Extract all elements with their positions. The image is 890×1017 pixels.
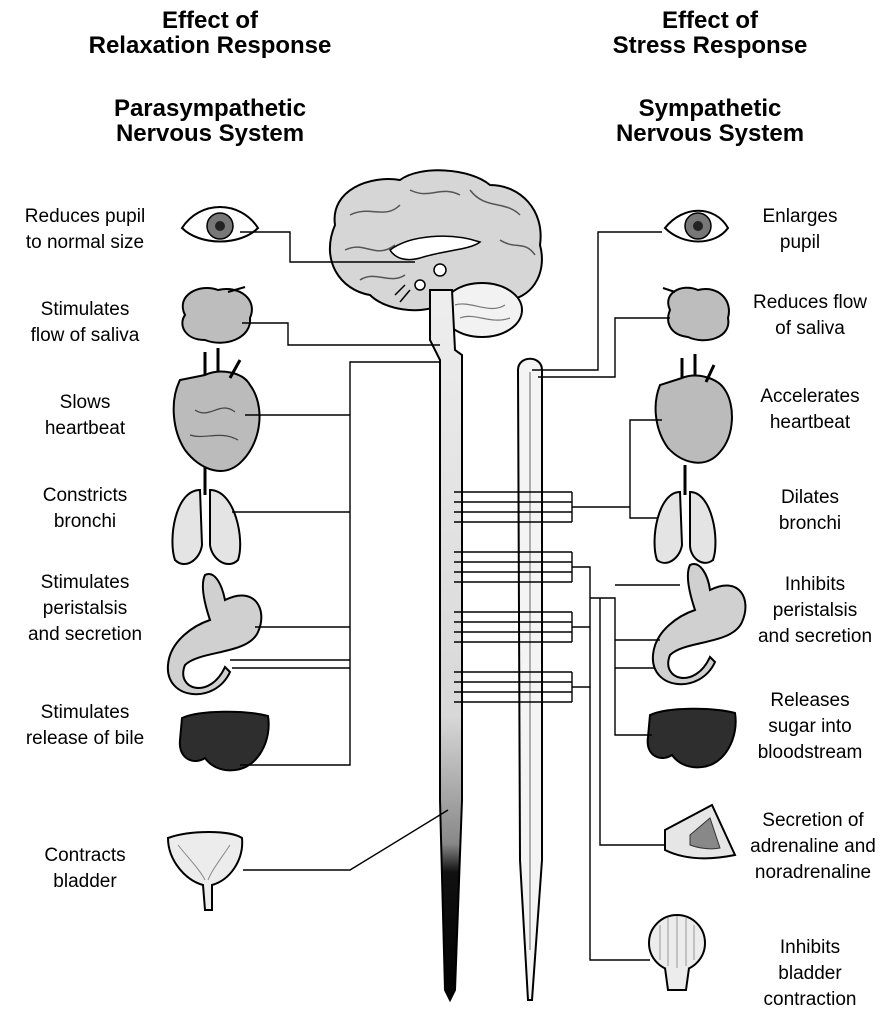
label-line: pupil [725, 230, 875, 256]
label-line: bronchi [735, 511, 885, 537]
salivary-gland-icon [663, 288, 729, 340]
label-line: Stimulates [0, 297, 170, 323]
label-line: Releases [735, 688, 885, 714]
label-line: Reduces flow [735, 290, 885, 316]
parasympathetic-connectors [230, 232, 448, 870]
label-line: Accelerates [735, 384, 885, 410]
liver-icon [648, 709, 736, 768]
label-slows-heartbeat: Slows heartbeat [0, 390, 170, 442]
label-line: peristalsis [740, 598, 890, 624]
label-line: contraction [735, 987, 885, 1013]
label-releases-sugar: Releases sugar into bloodstream [735, 688, 885, 766]
label-line: and secretion [0, 622, 170, 648]
label-stimulates-bile: Stimulates release of bile [0, 700, 170, 752]
label-secretion-adrenaline: Secretion of adrenaline and noradrenalin… [738, 808, 888, 886]
label-line: Secretion of [738, 808, 888, 834]
label-contracts-bladder: Contracts bladder [0, 843, 170, 895]
liver-icon [180, 712, 269, 771]
label-line: bronchi [0, 509, 170, 535]
label-line: heartbeat [735, 410, 885, 436]
label-dilates-bronchi: Dilates bronchi [735, 485, 885, 537]
label-line: to normal size [0, 230, 170, 256]
label-stimulates-saliva: Stimulates flow of saliva [0, 297, 170, 349]
label-line: and secretion [740, 624, 890, 650]
label-line: Stimulates [0, 700, 170, 726]
label-line: flow of saliva [0, 323, 170, 349]
label-line: heartbeat [0, 416, 170, 442]
label-line: Inhibits [740, 572, 890, 598]
label-line: Inhibits [735, 935, 885, 961]
label-line: Constricts [0, 483, 170, 509]
label-line: Dilates [735, 485, 885, 511]
eye-icon [182, 207, 258, 242]
lungs-icon [655, 465, 716, 563]
label-line: adrenaline and [738, 834, 888, 860]
label-line: Slows [0, 390, 170, 416]
label-line: Stimulates [0, 570, 170, 596]
adrenal-gland-icon [665, 805, 735, 858]
label-line: bladder [735, 961, 885, 987]
label-line: release of bile [0, 726, 170, 752]
spinal-cord-icon [430, 290, 542, 1000]
label-stimulates-peristalsis: Stimulates peristalsis and secretion [0, 570, 170, 648]
heart-icon [174, 348, 260, 471]
sympathetic-connectors [454, 232, 680, 960]
label-line: bladder [0, 869, 170, 895]
salivary-gland-icon [182, 287, 252, 343]
label-enlarges-pupil: Enlarges pupil [725, 204, 875, 256]
label-line: bloodstream [735, 740, 885, 766]
label-line: peristalsis [0, 596, 170, 622]
bladder-icon [168, 832, 242, 910]
bladder-icon [649, 915, 705, 990]
label-inhibits-peristalsis: Inhibits peristalsis and secretion [740, 572, 890, 650]
label-line: Enlarges [725, 204, 875, 230]
label-line: noradrenaline [738, 860, 888, 886]
stomach-icon [653, 564, 746, 684]
label-line: Contracts [0, 843, 170, 869]
label-reduces-pupil: Reduces pupil to normal size [0, 204, 170, 256]
label-accelerates-heartbeat: Accelerates heartbeat [735, 384, 885, 436]
stomach-icon [168, 574, 261, 694]
label-line: of saliva [735, 316, 885, 342]
label-line: sugar into [735, 714, 885, 740]
label-line: Reduces pupil [0, 204, 170, 230]
label-constricts-bronchi: Constricts bronchi [0, 483, 170, 535]
eye-icon [665, 211, 728, 242]
label-inhibits-bladder: Inhibits bladder contraction [735, 935, 885, 1013]
label-reduces-saliva: Reduces flow of saliva [735, 290, 885, 342]
heart-icon [656, 354, 732, 463]
lungs-icon [172, 467, 240, 564]
